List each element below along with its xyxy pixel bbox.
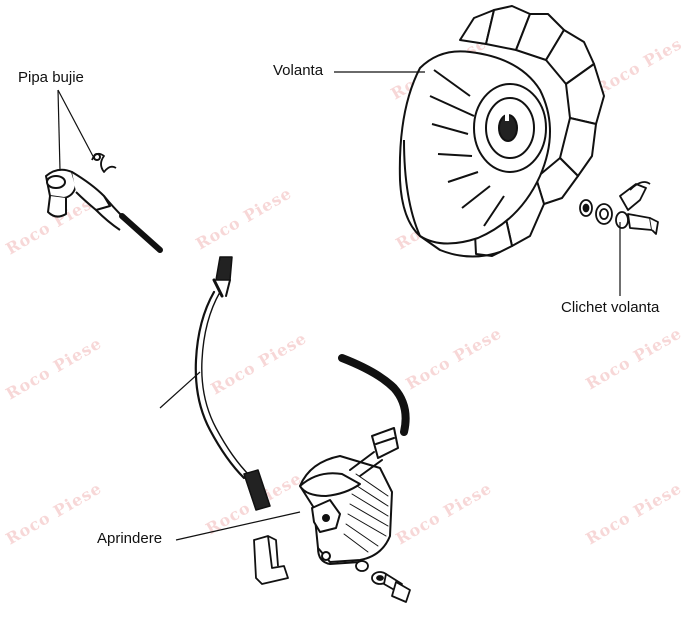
watermark-text: Roco Piese [583, 478, 681, 548]
mounting-bracket [253, 535, 289, 585]
spark-plug-cap [45, 152, 163, 253]
coil-screw [355, 560, 411, 603]
pipa-bujie-pointer [57, 89, 96, 171]
watermark-text: Roco Piese [208, 328, 311, 398]
label-volanta: Volanta [273, 62, 324, 79]
flywheel [398, 5, 605, 258]
aprindere-pointer [175, 511, 301, 541]
watermark-text: Roco Piese [3, 478, 106, 548]
ht-lead [194, 256, 271, 511]
watermark-text: Roco Piese [3, 333, 106, 403]
flywheel-pawl [579, 181, 659, 235]
watermark-text: Roco Piese [403, 323, 506, 393]
watermark-text: Roco Piese [193, 183, 296, 253]
label-clichet-volanta: Clichet volanta [561, 299, 660, 316]
ignition-coil [299, 354, 410, 565]
watermark-text: Roco Piese [393, 478, 496, 548]
label-pipa-bujie: Pipa bujie [18, 69, 84, 86]
ht-lead-pointer [159, 371, 201, 409]
watermark-text: Roco Piese [593, 28, 681, 98]
watermark-text: Roco Piese [583, 323, 681, 393]
label-aprindere: Aprindere [97, 530, 163, 547]
